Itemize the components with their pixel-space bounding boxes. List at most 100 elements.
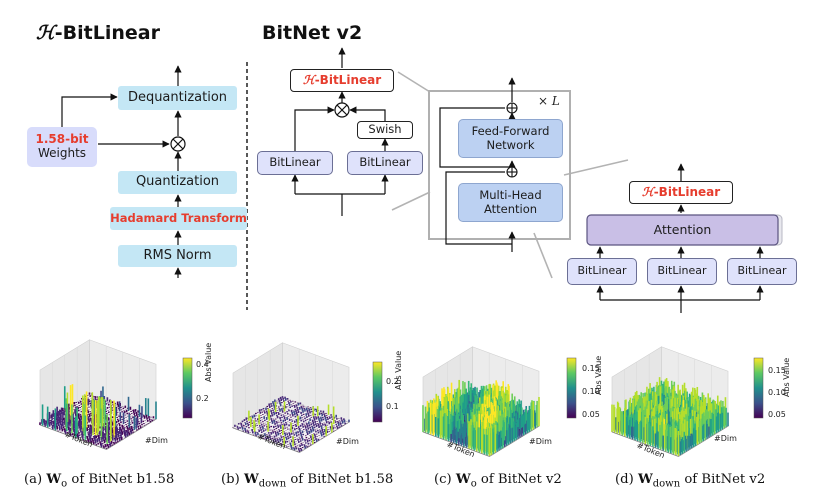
attention-bitlinear-3-label: BitLinear — [737, 264, 787, 278]
attention-connectors — [596, 163, 764, 313]
caption-a-subscript: o — [61, 478, 68, 490]
ffn-box: Feed-Forward Network — [458, 119, 563, 158]
dequantization-box: Dequantization — [118, 86, 237, 110]
bitnet-hbit-symbol: ℋ — [302, 72, 315, 87]
bitnet-hbitlinear-box: ℋ-BitLinear — [290, 69, 394, 92]
plot-3-dim-edge — [678, 425, 729, 457]
bitnet-bitlinear-left: BitLinear — [257, 151, 333, 175]
attention-hbit-symbol: ℋ — [641, 184, 654, 199]
rms-norm-label: RMS Norm — [143, 247, 212, 263]
left-title-suffix: -BitLinear — [54, 22, 160, 44]
caption-d-subscript: down — [652, 478, 681, 490]
caption-d-prefix: (d) — [615, 472, 638, 487]
weights-box: 1.58-bit Weights — [27, 127, 97, 167]
weights-highlight: 1.58-bit — [35, 132, 89, 147]
plot-d-tick-2: 0.10 — [768, 388, 786, 397]
plot-0-token-edge — [39, 424, 107, 450]
transformer-block-frame — [428, 90, 571, 240]
weight-surface-plots — [39, 339, 764, 457]
plot-b-tick-2: 0.1 — [386, 402, 399, 411]
plot-d-dim-axis: #Dim — [714, 434, 737, 443]
attention-hbitlinear-label: ℋ-BitLinear — [641, 184, 721, 200]
caption-a-suffix: of BitNet b1.58 — [67, 472, 175, 487]
attention-bitlinear-1: BitLinear — [567, 258, 637, 285]
attention-label-box: Attention — [587, 215, 778, 245]
plot-3-colorbar — [753, 357, 764, 419]
bitnet-connectors — [291, 47, 389, 216]
plot-0-dim-edge — [106, 418, 157, 450]
attention-bitlinear-1-label: BitLinear — [577, 264, 627, 278]
plot-c-colorbar-label: Abs Value — [594, 355, 603, 395]
dequantization-label: Dequantization — [127, 89, 228, 105]
plot-1-dim-edge — [299, 421, 350, 453]
weights-label: Weights — [37, 146, 87, 160]
ffn-label: Feed-Forward Network — [471, 124, 550, 152]
caption-b-subscript: down — [258, 478, 287, 490]
caption-d: (d) Wdown of BitNet v2 — [615, 472, 765, 490]
caption-d-symbol: W — [637, 472, 653, 487]
plot-a-tick-1: 0.4 — [196, 360, 209, 369]
caption-b: (b) Wdown of BitNet b1.58 — [221, 472, 393, 490]
caption-c-suffix: of BitNet v2 — [476, 472, 562, 487]
caption-b-prefix: (b) — [221, 472, 244, 487]
plot-d-colorbar-label: Abs Value — [782, 357, 791, 397]
plot-2-token-edge — [422, 431, 490, 457]
caption-c-symbol: W — [455, 472, 471, 487]
plot-a-colorbar-label: Abs Value — [204, 342, 213, 382]
plot-b-tick-1: 0.2 — [386, 377, 399, 386]
hadamard-box: Hadamard Transform — [110, 207, 247, 230]
plot-a-dim-axis: #Dim — [145, 436, 168, 445]
caption-c: (c) Wo of BitNet v2 — [434, 472, 562, 490]
multiply-operator-bitnet — [334, 102, 350, 118]
plot-c-dim-axis: #Dim — [529, 437, 552, 446]
caption-a-symbol: W — [46, 472, 62, 487]
bitlinear-left-label: BitLinear — [269, 155, 321, 170]
plot-2-colorbar — [566, 357, 577, 419]
attention-bitlinear-3: BitLinear — [727, 258, 797, 285]
caption-c-prefix: (c) — [434, 472, 456, 487]
mha-box: Multi-Head Attention — [458, 183, 563, 222]
attention-bitlinear-2: BitLinear — [647, 258, 717, 285]
plot-d-tick-1: 0.15 — [768, 366, 786, 375]
bitnet-hbit-suffix: -BitLinear — [314, 72, 382, 87]
rms-norm-box: RMS Norm — [118, 245, 237, 267]
plot-b-dim-axis: #Dim — [336, 437, 359, 446]
times-l-label: × L — [538, 94, 560, 108]
plot-a-tick-2: 0.2 — [196, 394, 209, 403]
plot-1-colorbar — [372, 361, 383, 423]
zoom-guides — [391, 71, 629, 279]
hadamard-label: Hadamard Transform — [110, 210, 247, 225]
plot-b-colorbar-label: Abs Value — [394, 350, 403, 390]
caption-c-subscript: o — [470, 478, 477, 490]
residual-add-operators — [506, 102, 518, 178]
quantization-box: Quantization — [118, 171, 237, 194]
left-title-symbol: ℋ — [36, 22, 55, 44]
bitnet-hbitlinear-label: ℋ-BitLinear — [302, 72, 382, 88]
plot-c-tick-3: 0.05 — [582, 410, 600, 419]
swish-label: Swish — [368, 122, 402, 137]
mha-label: Multi-Head Attention — [479, 188, 542, 216]
bitlinear-right-label: BitLinear — [359, 155, 411, 170]
bitnet-bitlinear-right: BitLinear — [347, 151, 423, 175]
attention-label: Attention — [653, 221, 712, 237]
left-panel-connectors — [61, 65, 182, 278]
swish-box: Swish — [357, 121, 413, 139]
caption-b-suffix: of BitNet b1.58 — [286, 472, 394, 487]
attention-box — [586, 214, 779, 246]
caption-a: (a) Wo of BitNet b1.58 — [24, 472, 174, 490]
plot-c-tick-2: 0.10 — [582, 387, 600, 396]
attention-hbitlinear-box: ℋ-BitLinear — [629, 181, 733, 204]
caption-d-suffix: of BitNet v2 — [680, 472, 766, 487]
attention-bitlinear-2-label: BitLinear — [657, 264, 707, 278]
transformer-connectors — [439, 77, 516, 252]
plot-c-tick-1: 0.15 — [582, 364, 600, 373]
plot-3-token-edge — [611, 431, 679, 457]
plot-1-token-edge — [232, 427, 300, 453]
attention-hbit-suffix: -BitLinear — [653, 184, 721, 199]
left-panel-title: ℋ-BitLinear — [36, 22, 160, 44]
plot-d-tick-3: 0.05 — [768, 410, 786, 419]
caption-b-symbol: W — [243, 472, 259, 487]
plot-0-colorbar — [182, 357, 193, 419]
caption-a-prefix: (a) — [24, 472, 47, 487]
